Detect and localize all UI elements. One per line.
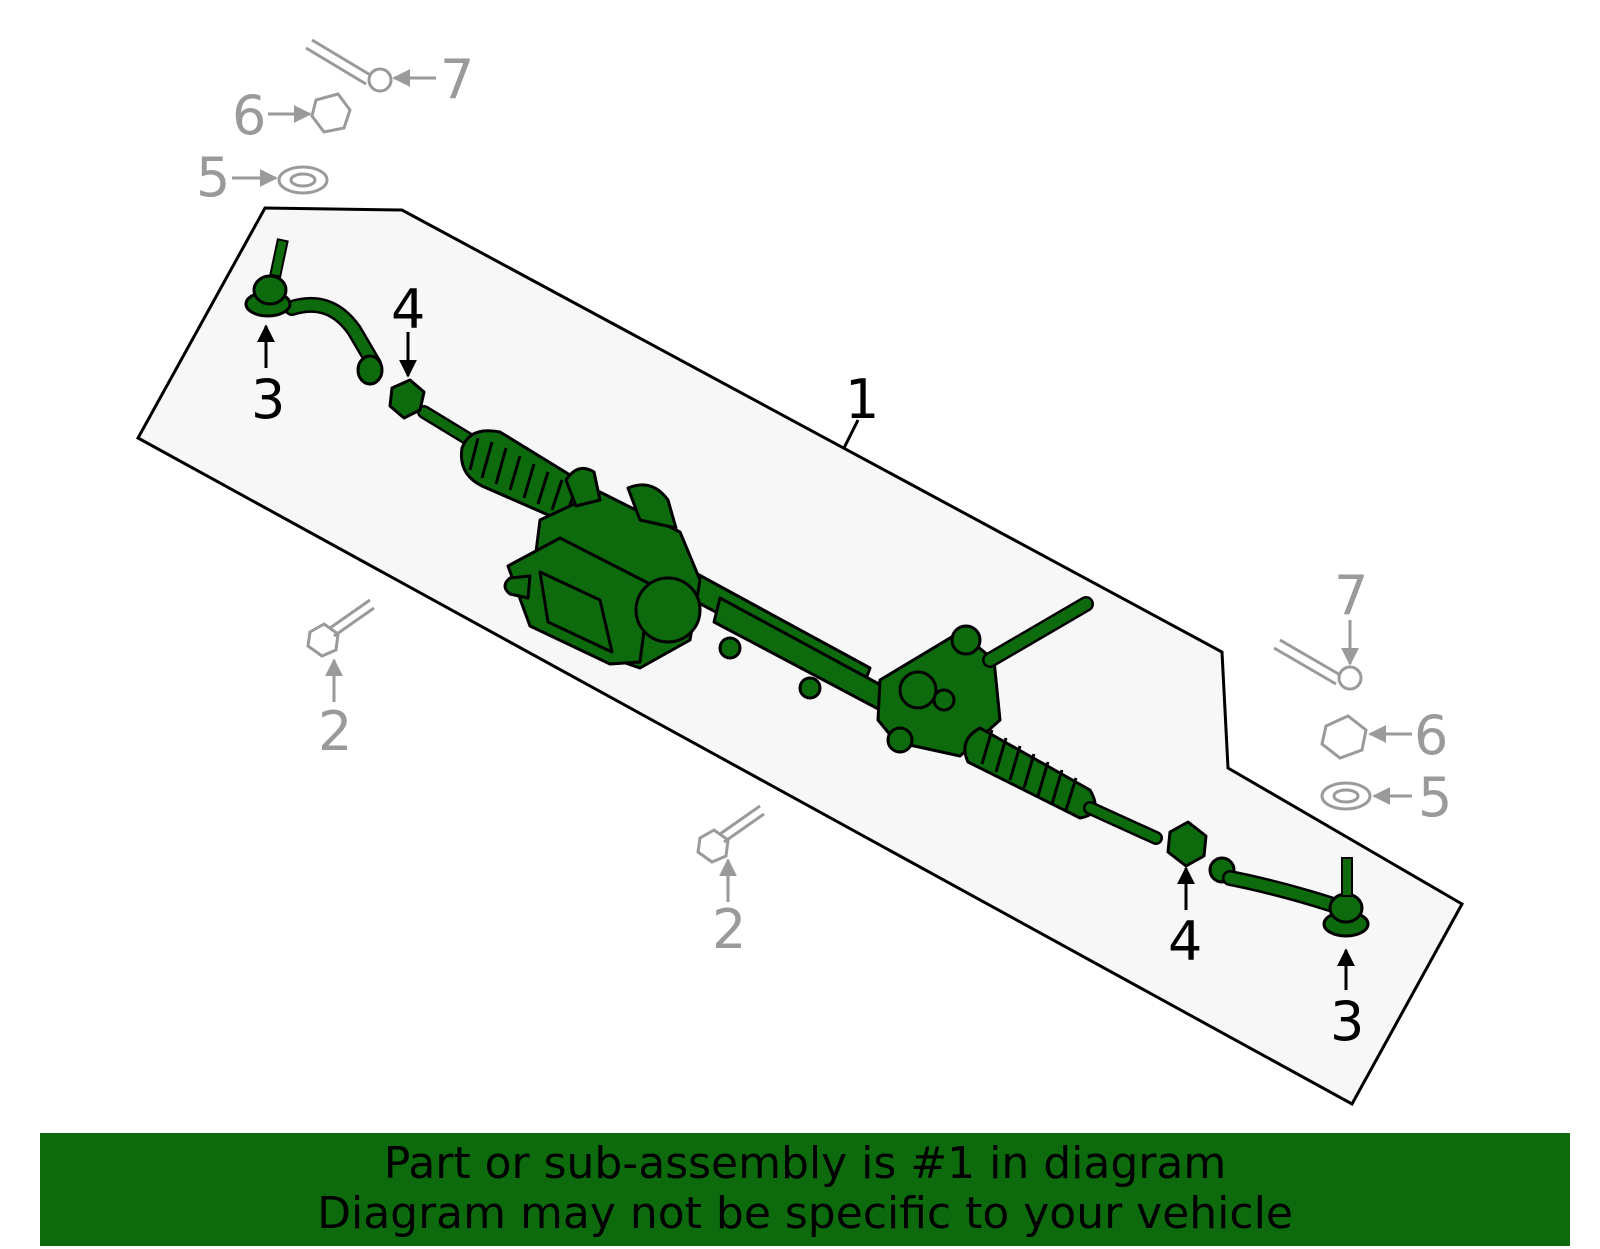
- motor-unit: [503, 466, 822, 700]
- bolt-center[interactable]: [696, 804, 765, 864]
- washer-right[interactable]: [1320, 781, 1372, 811]
- washer-left[interactable]: [277, 165, 329, 195]
- callout-2-left: 2: [318, 700, 352, 763]
- steering-rack[interactable]: [417, 405, 1163, 845]
- callout-6-right: 6: [1414, 704, 1448, 767]
- bolt-left[interactable]: [306, 598, 375, 658]
- tie-rod-end-left[interactable]: [244, 238, 384, 386]
- callout-6-left: 6: [232, 84, 266, 147]
- callout-7-left: 7: [440, 48, 474, 111]
- banner-line-2: Diagram may not be specific to your vehi…: [317, 1188, 1293, 1239]
- callout-4-right: 4: [1168, 910, 1202, 973]
- tie-rod-end-right[interactable]: [1208, 856, 1370, 938]
- callout-7-right: 7: [1334, 564, 1368, 627]
- jam-nut-right[interactable]: [1166, 820, 1208, 868]
- callout-3-right: 3: [1330, 990, 1364, 1053]
- jam-nut-left[interactable]: [388, 378, 426, 420]
- cotter-pin-right[interactable]: [1273, 638, 1363, 691]
- callout-2-center: 2: [712, 898, 746, 961]
- callout-5-left: 5: [196, 146, 230, 209]
- right-boot: [963, 726, 1097, 820]
- callout-1: 1: [845, 368, 879, 431]
- nut-right[interactable]: [1320, 714, 1368, 760]
- cotter-pin-left[interactable]: [305, 38, 393, 93]
- info-banner: Part or sub-assembly is #1 in diagram Di…: [40, 1133, 1570, 1246]
- callout-3-left: 3: [251, 368, 285, 431]
- leader-line-1: [842, 419, 860, 449]
- nut-left[interactable]: [310, 92, 352, 134]
- callout-5-right: 5: [1418, 766, 1452, 829]
- callout-4-left: 4: [391, 278, 425, 341]
- banner-line-1: Part or sub-assembly is #1 in diagram: [383, 1138, 1227, 1189]
